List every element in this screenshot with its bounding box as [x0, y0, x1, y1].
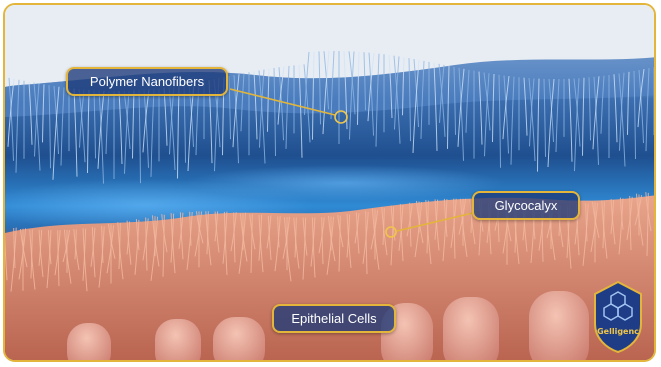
glycocalyx-fiber [655, 191, 656, 241]
epithelial-cell [67, 323, 111, 362]
hexagon-molecule-icon [592, 280, 644, 354]
epithelial-cell [155, 319, 201, 362]
polymer-nanofibers-label: Polymer Nanofibers [66, 67, 228, 96]
epithelial-cells-label: Epithelial Cells [272, 304, 396, 333]
epithelial-cell [529, 291, 589, 362]
fluid-glow-center [185, 165, 505, 201]
glycocalyx-label: Glycocalyx [472, 191, 580, 220]
epithelial-cell [213, 317, 265, 362]
logo-text: Gelligenc [592, 327, 644, 336]
epithelial-cell [443, 297, 499, 362]
